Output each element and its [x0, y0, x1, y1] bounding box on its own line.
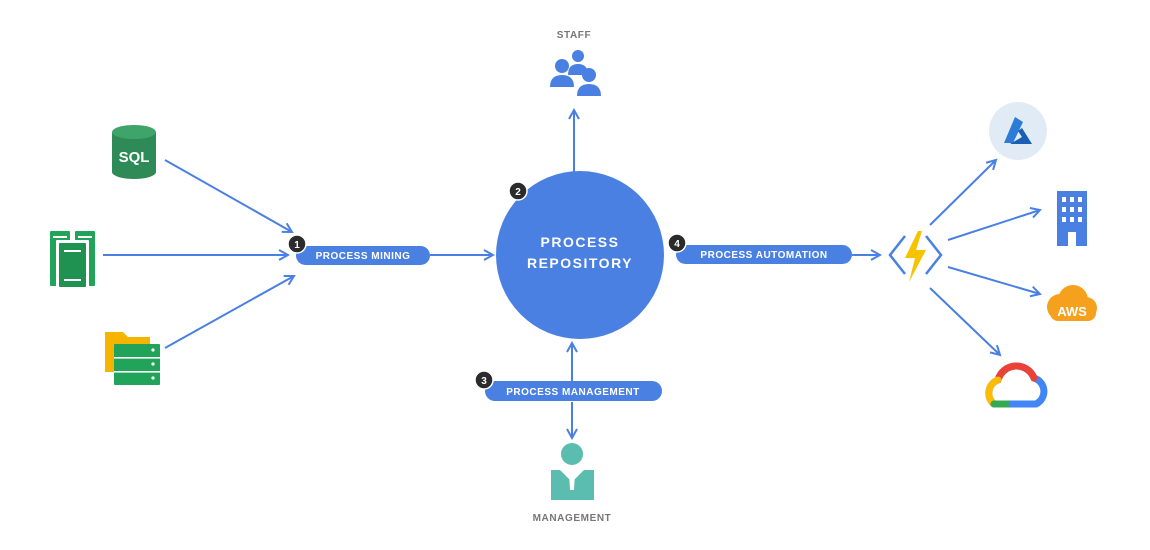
- office-building-icon: [1057, 191, 1087, 246]
- folder-storage-icon: [105, 332, 160, 385]
- step-badge-1: [287, 234, 307, 254]
- google-cloud-icon: [985, 362, 1048, 408]
- process-management-label: PROCESS MANAGEMENT: [506, 387, 639, 398]
- staff-node: STAFF: [550, 30, 601, 96]
- aws-icon: AWS: [1047, 285, 1097, 321]
- process-repository-node: PROCESS REPOSITORY: [496, 171, 664, 339]
- step-badge-1-number: 1: [294, 240, 300, 251]
- management-node: MANAGEMENT: [533, 443, 612, 524]
- manager-person-icon: [551, 443, 594, 500]
- process-repository-label-line2: REPOSITORY: [527, 255, 633, 271]
- lightning-function-icon: [888, 231, 943, 282]
- process-repository-circle: [496, 171, 664, 339]
- process-management-pill: [485, 381, 662, 401]
- step-2-badge-group: 2: [508, 181, 528, 201]
- step-badge-4-number: 4: [674, 239, 680, 250]
- step-process-management: PROCESS MANAGEMENT 3: [474, 370, 662, 401]
- management-label: MANAGEMENT: [533, 513, 612, 524]
- arrow-folder-to-mining: [164, 276, 294, 349]
- process-repository-label-line1: PROCESS: [541, 234, 620, 250]
- step-process-automation: PROCESS AUTOMATION 4: [667, 233, 852, 264]
- step-badge-3: [474, 370, 494, 390]
- step-badge-2: [508, 181, 528, 201]
- arrow-to-aws: [947, 266, 1040, 294]
- process-automation-pill: [676, 245, 852, 264]
- staff-group-icon: [550, 50, 601, 96]
- arrow-sql-to-mining: [164, 159, 292, 232]
- arrow-to-azure: [929, 160, 996, 226]
- staff-label: STAFF: [557, 30, 591, 41]
- azure-icon: [989, 102, 1047, 160]
- step-badge-2-number: 2: [515, 187, 521, 198]
- step-process-mining: PROCESS MINING 1: [287, 234, 430, 265]
- step-badge-3-number: 3: [481, 376, 487, 387]
- sql-text: SQL: [119, 149, 150, 166]
- server-cluster-icon: [50, 231, 95, 288]
- step-badge-4: [667, 233, 687, 253]
- process-automation-label: PROCESS AUTOMATION: [700, 250, 827, 261]
- arrow-to-google-cloud: [929, 287, 1000, 355]
- sql-database-icon: SQL: [112, 125, 156, 179]
- process-mining-label: PROCESS MINING: [316, 251, 411, 262]
- arrow-to-building: [947, 210, 1040, 241]
- connectors: [103, 110, 1040, 438]
- process-mining-pill: [296, 246, 430, 265]
- aws-text: AWS: [1057, 304, 1087, 319]
